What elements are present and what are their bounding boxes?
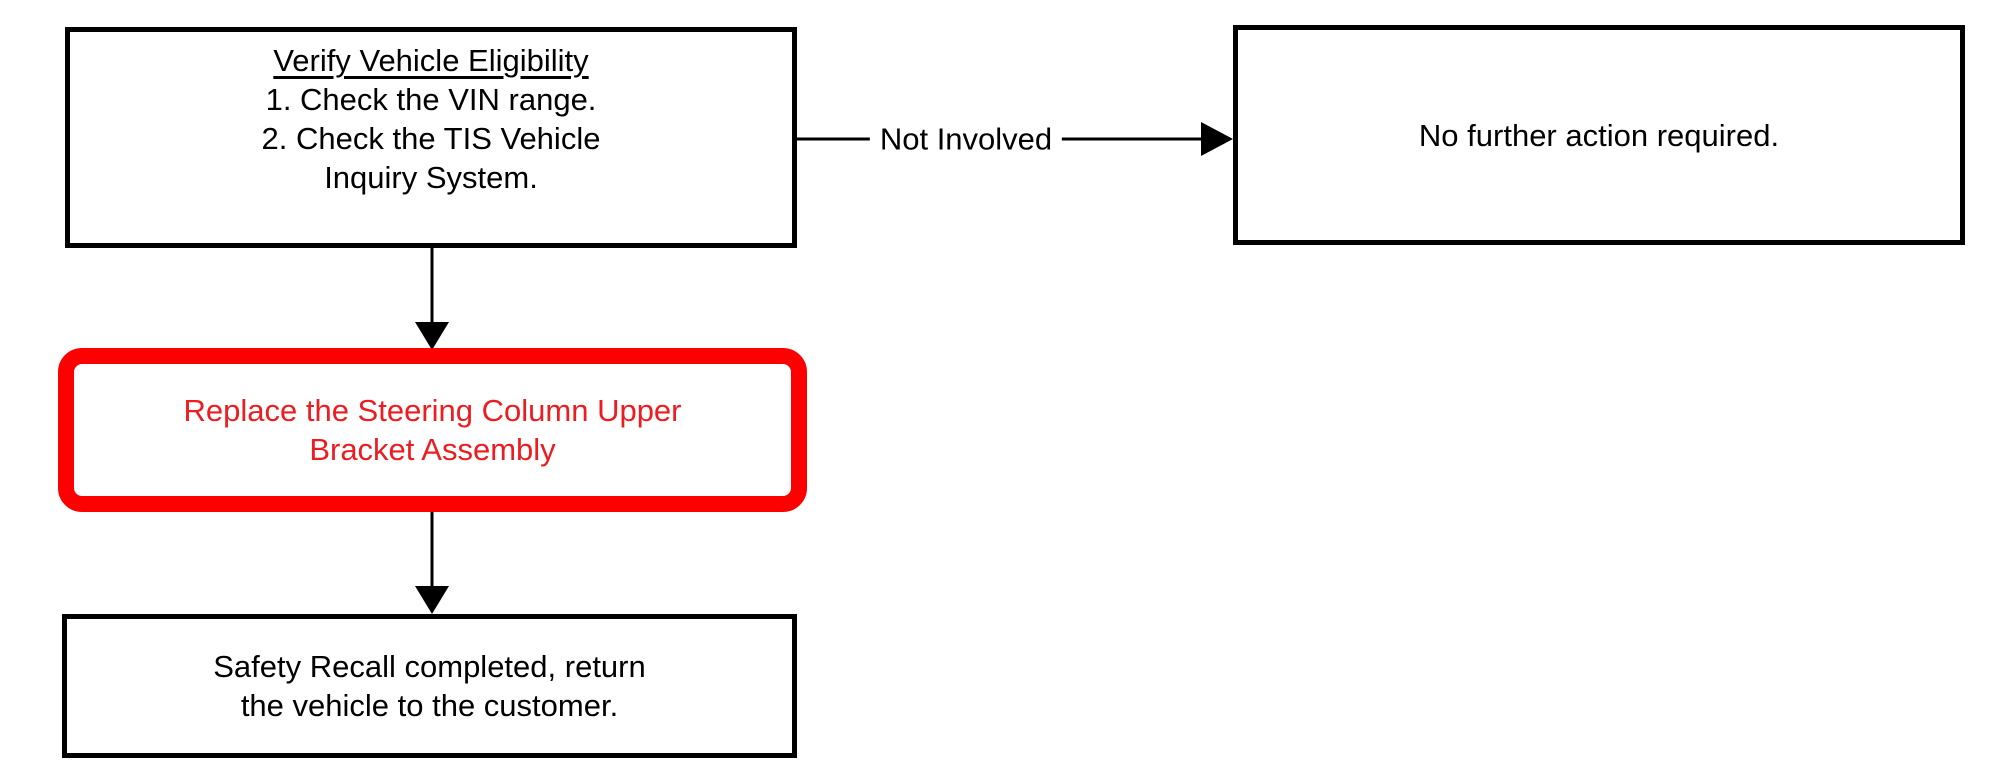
down-arrowhead-icon bbox=[415, 586, 449, 614]
down-arrowhead-icon bbox=[415, 322, 449, 350]
verify-eligibility-box: Verify Vehicle Eligibility 1. Check the … bbox=[65, 27, 797, 248]
replace-bracket-line-1: Replace the Steering Column Upper bbox=[183, 393, 682, 428]
right-arrowhead-icon bbox=[1201, 122, 1233, 156]
no-further-action-text: No further action required. bbox=[1418, 117, 1780, 153]
recall-completed-line-2: the vehicle to the customer. bbox=[240, 688, 619, 723]
no-further-action-box: No further action required. bbox=[1233, 25, 1965, 245]
verify-box-step-1: 1. Check the VIN range. bbox=[265, 82, 597, 117]
verify-box-step-2: 2. Check the TIS Vehicle bbox=[261, 121, 601, 156]
replace-bracket-box: Replace the Steering Column Upper Bracke… bbox=[58, 348, 807, 512]
not-involved-label: Not Involved bbox=[869, 119, 1063, 159]
verify-to-replace-arrow bbox=[415, 248, 449, 350]
recall-completed-line-1: Safety Recall completed, return bbox=[213, 649, 646, 684]
replace-to-complete-arrow bbox=[415, 512, 449, 614]
recall-completed-box: Safety Recall completed, return the vehi… bbox=[62, 614, 797, 758]
verify-box-step-2-cont: Inquiry System. bbox=[324, 160, 538, 195]
verify-box-title: Verify Vehicle Eligibility bbox=[273, 43, 589, 78]
replace-bracket-line-2: Bracket Assembly bbox=[309, 432, 556, 467]
